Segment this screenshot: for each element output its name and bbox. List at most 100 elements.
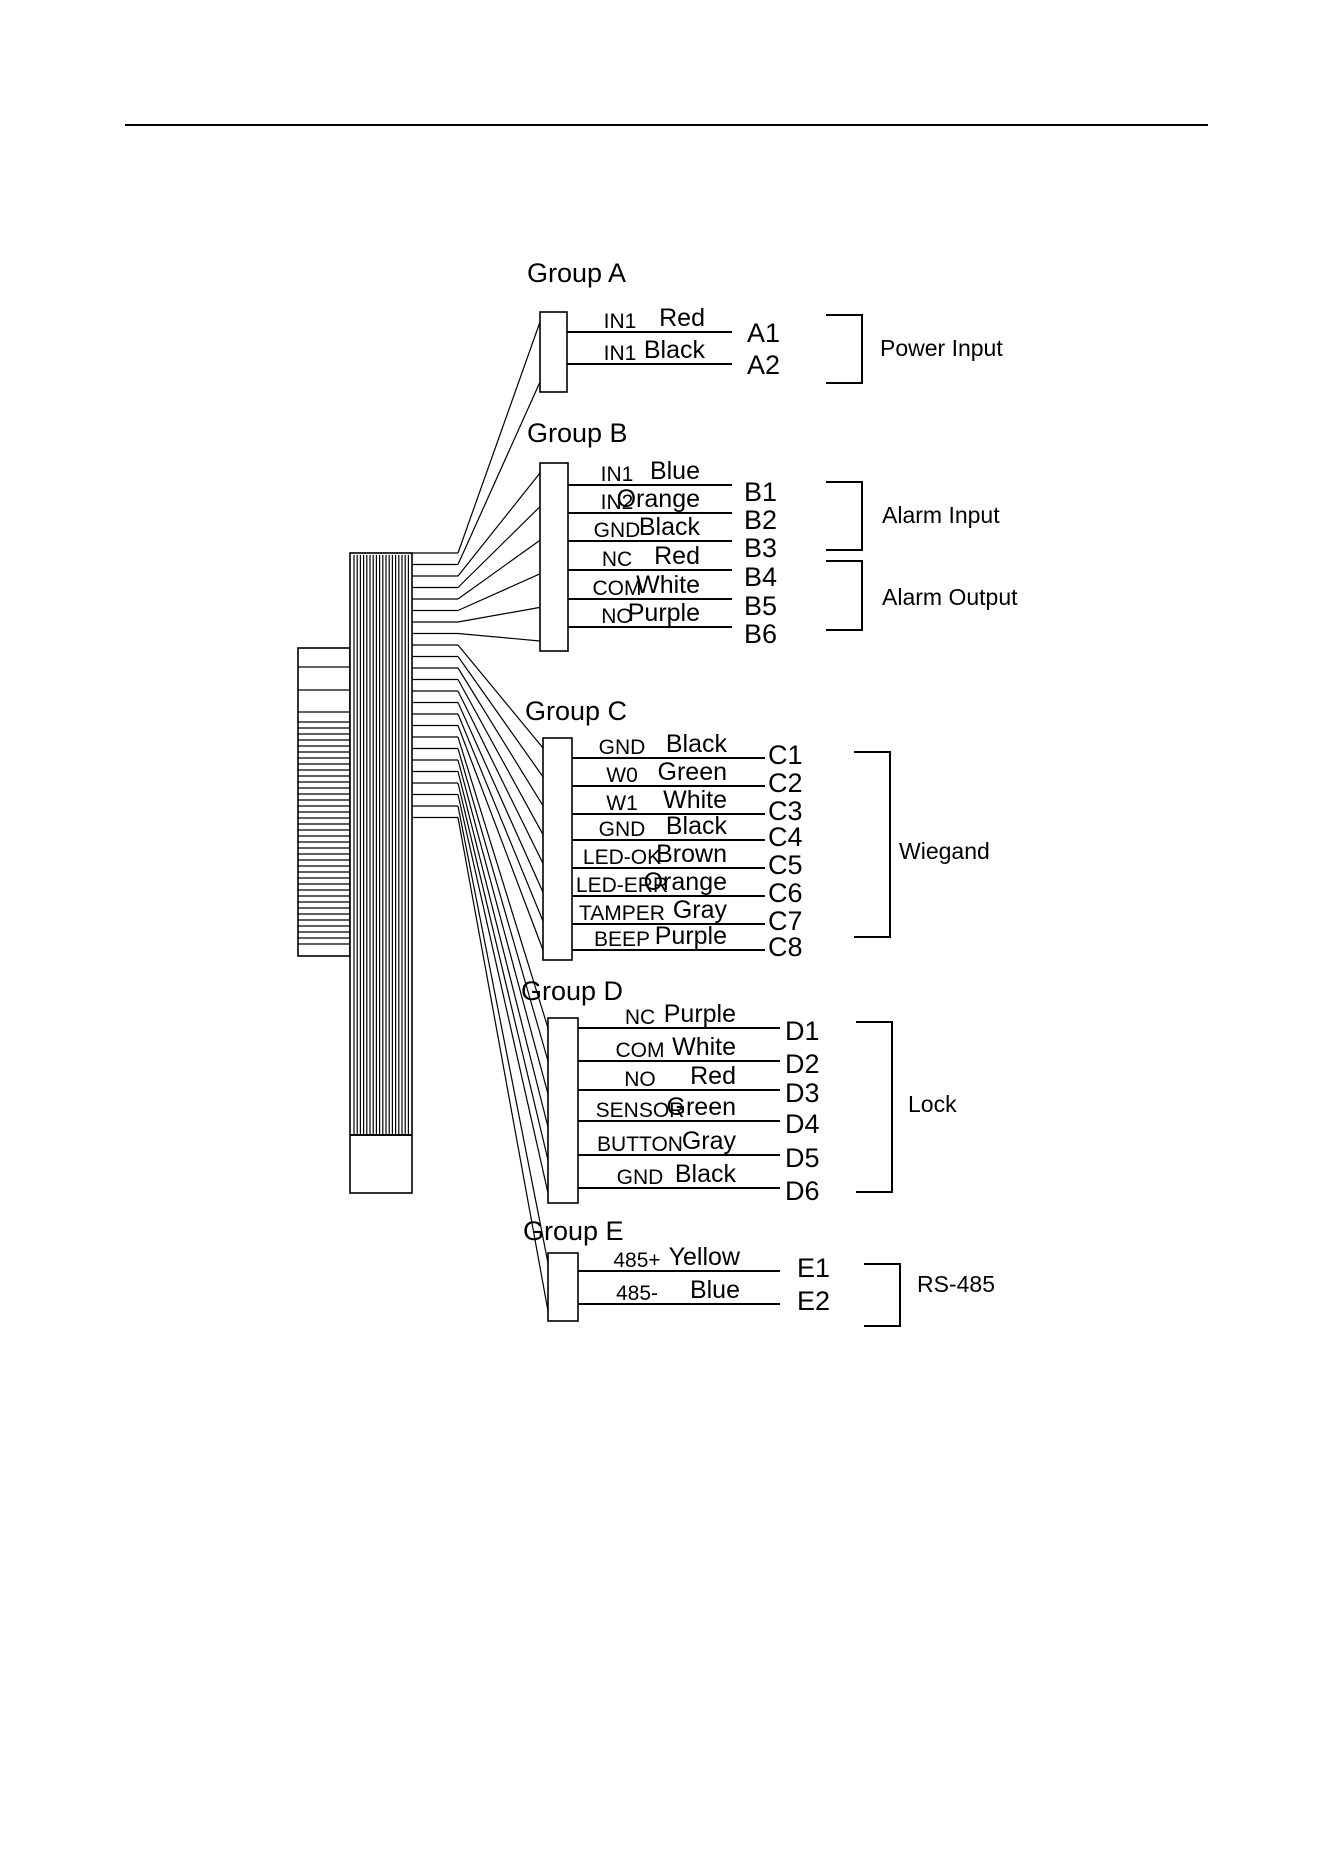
- ribbon-lead: [457, 690, 544, 864]
- wire-signal: COM: [593, 577, 642, 600]
- wire-color: Black: [666, 730, 728, 758]
- function-label: Alarm Input: [882, 502, 1000, 528]
- pin-label: C1: [768, 740, 803, 770]
- pin-label: A1: [747, 318, 780, 348]
- terminal-block: [539, 462, 569, 652]
- ribbon-lead: [457, 725, 544, 951]
- wire-signal: TAMPER: [579, 902, 665, 925]
- function-bracket: Lock: [856, 1021, 957, 1193]
- group-title: Group C: [525, 696, 627, 726]
- group-title: Group A: [527, 258, 626, 288]
- wire-color: Brown: [656, 840, 727, 868]
- function-bracket: Alarm Input: [826, 481, 1000, 551]
- group-title: Group E: [523, 1216, 624, 1246]
- ribbon-lead: [457, 632, 541, 642]
- wire-signal: W1: [606, 792, 638, 815]
- function-bracket: RS-485: [864, 1263, 995, 1327]
- function-label: Power Input: [880, 335, 1003, 361]
- wire-color: Green: [658, 758, 727, 786]
- group-title: Group D: [521, 976, 623, 1006]
- ribbon-lead: [457, 713, 544, 922]
- device-side-panel: [297, 647, 351, 957]
- terminal-block: [542, 737, 573, 961]
- wire-color: Purple: [628, 599, 700, 627]
- wire-signal: NO: [601, 605, 633, 628]
- pin-label: B6: [744, 619, 777, 649]
- wire-color: White: [663, 786, 727, 814]
- ribbon-lead: [457, 782, 549, 1161]
- wire-color: Red: [690, 1062, 736, 1090]
- wire-color: Gray: [673, 896, 728, 924]
- pin-label: C2: [768, 768, 803, 798]
- ribbon-lead: [457, 506, 541, 588]
- function-label: Wiegand: [899, 838, 990, 864]
- wire-signal: GND: [617, 1166, 664, 1189]
- wire-signal: LED-OK: [583, 846, 661, 869]
- terminal-block: [547, 1252, 579, 1322]
- ribbon-wires: [412, 321, 549, 1312]
- wire-signal: 485-: [616, 1282, 658, 1305]
- wire-color: Green: [667, 1093, 736, 1121]
- function-label: Alarm Output: [882, 584, 1018, 610]
- pin-label: B5: [744, 591, 777, 621]
- wire-color: Blue: [690, 1276, 740, 1304]
- pin-label: C3: [768, 796, 803, 826]
- ribbon-lead: [457, 794, 549, 1194]
- pin-label: D5: [785, 1143, 820, 1173]
- ribbon-lead: [457, 805, 549, 1264]
- ribbon-lead: [457, 539, 541, 600]
- wire-color: Red: [654, 542, 700, 570]
- wire-color: White: [672, 1033, 736, 1061]
- function-bracket: Alarm Output: [826, 560, 1018, 631]
- wire-signal: BUTTON: [597, 1133, 683, 1156]
- wire-color: Blue: [650, 457, 700, 485]
- wire-signal: 485+: [613, 1249, 660, 1272]
- ribbon-lead: [457, 759, 549, 1095]
- pin-label: C4: [768, 822, 803, 852]
- wire-row-e2: 485- Blue E2: [578, 1276, 830, 1316]
- wire-signal: GND: [599, 818, 646, 841]
- ribbon-lead: [457, 748, 549, 1062]
- wire-color: White: [636, 571, 700, 599]
- wire-signal: W0: [606, 764, 638, 787]
- ribbon-lead: [457, 817, 549, 1312]
- pin-label: C5: [768, 850, 803, 880]
- wire-signal: NC: [602, 548, 632, 571]
- pin-label: E1: [797, 1253, 830, 1283]
- wire-color: Orange: [644, 868, 727, 896]
- ribbon-cable-housing: [349, 552, 413, 1194]
- wire-signal: GND: [594, 519, 641, 542]
- function-label: Lock: [908, 1091, 957, 1117]
- ribbon-lead: [457, 736, 549, 1029]
- pin-label: E2: [797, 1286, 830, 1316]
- ribbon-lead: [457, 573, 541, 612]
- wire-color: Black: [644, 336, 706, 364]
- pin-label: A2: [747, 350, 780, 380]
- wire-color: Black: [675, 1160, 737, 1188]
- wire-color: Orange: [617, 485, 700, 513]
- wire-color: Gray: [682, 1127, 737, 1155]
- bracket-line: [856, 1021, 893, 1193]
- ribbon-lead: [457, 381, 541, 565]
- wire-signal: IN1: [604, 342, 637, 365]
- pin-label: D2: [785, 1049, 820, 1079]
